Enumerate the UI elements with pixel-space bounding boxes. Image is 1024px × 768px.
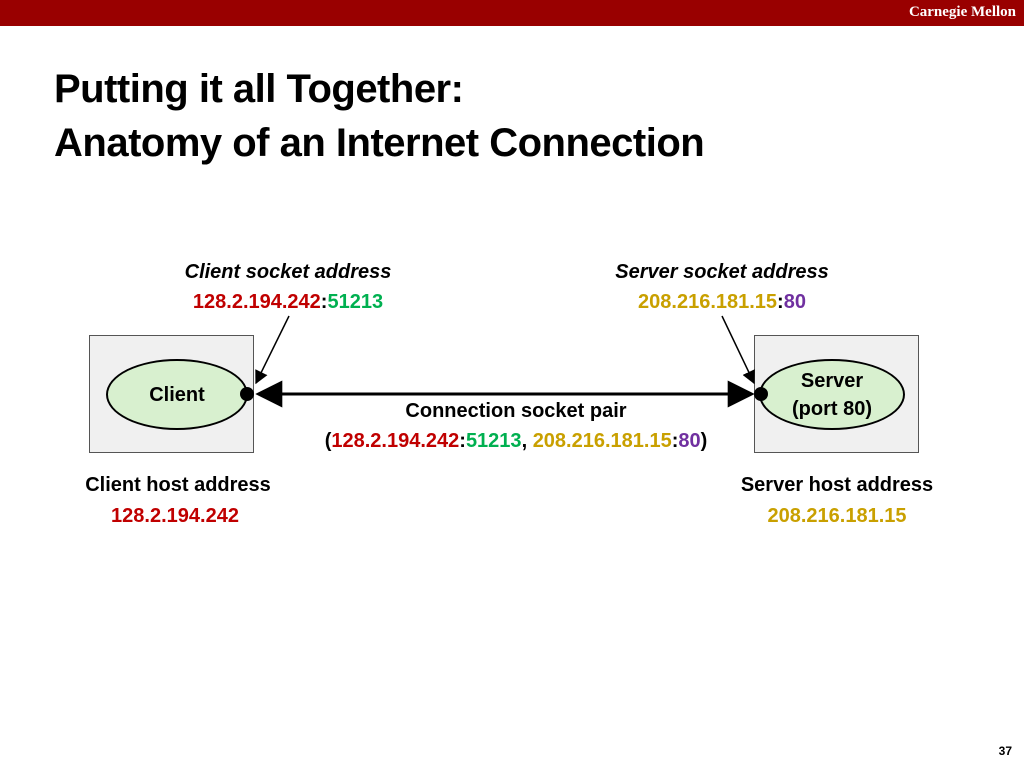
- connection-socket-pair: (128.2.194.242:51213, 208.216.181.15:80): [325, 429, 708, 453]
- server-host-ip: 208.216.181.15: [767, 505, 907, 527]
- server-host-label: Server host address: [740, 474, 934, 496]
- client-socket-sep: :: [320, 291, 328, 313]
- client-host-ip: 128.2.194.242: [111, 505, 239, 527]
- title-line-2: Anatomy of an Internet Connection: [54, 121, 705, 165]
- server-socket-label: Server socket address: [615, 261, 829, 283]
- brand-label: Carnegie Mellon: [908, 4, 1016, 20]
- pair-client-ip: 128.2.194.242: [331, 430, 460, 452]
- client-host-label: Client host address: [85, 474, 271, 496]
- server-label-line-1: Server: [800, 369, 864, 392]
- connection-label: Connection socket pair: [405, 400, 627, 422]
- server-ellipse: Server (port 80): [759, 359, 905, 430]
- client-socket-port: 51213: [327, 291, 384, 313]
- server-label-line-2: (port 80): [792, 397, 872, 420]
- server-socket-pointer: [721, 315, 755, 385]
- pair-sep-2: :: [671, 430, 679, 452]
- header-bar: Carnegie Mellon: [0, 0, 1024, 26]
- server-socket-address: 208.216.181.15:80: [638, 290, 806, 314]
- client-socket-address: 128.2.194.242:51213: [193, 290, 383, 314]
- client-socket-pointer: [255, 315, 290, 385]
- pair-comma: ,: [521, 430, 533, 452]
- pair-open-paren: (: [324, 430, 332, 452]
- server-label: Server (port 80): [792, 367, 872, 423]
- client-socket-dot: [240, 387, 254, 401]
- server-socket-dot: [754, 387, 768, 401]
- client-label: Client: [149, 383, 205, 406]
- page-number: 37: [998, 744, 1012, 758]
- slide-title: Putting it all Together: Anatomy of an I…: [54, 62, 954, 170]
- title-line-1: Putting it all Together:: [54, 67, 464, 111]
- pair-server-port: 80: [678, 430, 701, 452]
- pair-close-paren: ): [700, 430, 708, 452]
- pair-client-port: 51213: [465, 430, 522, 452]
- pair-server-ip: 208.216.181.15: [532, 430, 672, 452]
- pair-sep-1: :: [459, 430, 466, 452]
- server-socket-ip: 208.216.181.15: [638, 291, 778, 313]
- client-socket-ip: 128.2.194.242: [192, 291, 321, 313]
- client-socket-label: Client socket address: [184, 261, 392, 283]
- server-socket-sep: :: [777, 291, 784, 313]
- server-socket-port: 80: [783, 291, 806, 313]
